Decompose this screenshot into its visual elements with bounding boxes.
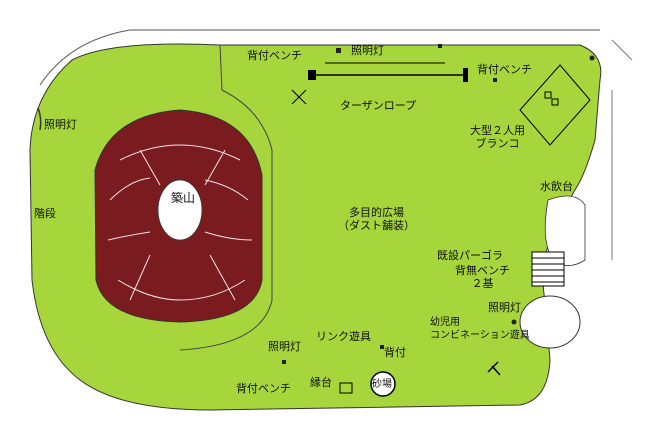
label-fountain: 水飲台 bbox=[540, 180, 573, 193]
pergola-structure bbox=[531, 251, 565, 287]
lamp-top-right bbox=[589, 55, 595, 61]
mound-path-outline bbox=[179, 44, 273, 351]
label-pergola: 既設パーゴラ bbox=[437, 249, 503, 262]
label-mound: 築山 bbox=[171, 191, 196, 205]
label-edge-bench: 縁台 bbox=[310, 376, 332, 389]
label-toddler-combo: 幼児用 コンビネーション遊具 bbox=[430, 317, 530, 341]
label-tarzan-rope: ターザンロープ bbox=[340, 99, 417, 112]
label-stairs: 階段 bbox=[34, 207, 56, 220]
label-lighting-bottom: 照明灯 bbox=[268, 340, 301, 353]
boundary-line-right bbox=[611, 39, 633, 260]
label-large-swing: 大型２人用 ブランコ bbox=[470, 124, 525, 150]
tarzan-rope-end bbox=[463, 68, 468, 82]
bench-bottom-marker bbox=[282, 360, 286, 364]
label-lighting-right: 照明灯 bbox=[488, 301, 521, 314]
label-lighting-left: 照明灯 bbox=[44, 118, 77, 131]
lamp-right bbox=[511, 319, 517, 325]
label-bench-top-right: 背付ベンチ bbox=[477, 63, 532, 76]
mound-summit bbox=[157, 179, 203, 241]
fountain-paving bbox=[544, 195, 586, 266]
tarzan-cross-icon bbox=[291, 89, 307, 105]
label-link-play: リンク遊具 bbox=[316, 330, 371, 343]
swing-seat-2 bbox=[551, 98, 559, 106]
label-bench-small: 背付 bbox=[384, 346, 406, 359]
swing-frame bbox=[519, 64, 591, 146]
label-bench-top-left: 背付ベンチ bbox=[247, 49, 302, 62]
label-bench-no-back: 背無ベンチ ２基 bbox=[455, 264, 510, 290]
edge-bench-rect bbox=[339, 382, 353, 394]
stairs-left-marks bbox=[37, 107, 42, 131]
label-lighting-top: 照明灯 bbox=[351, 44, 384, 57]
toddler-play-area bbox=[519, 295, 581, 349]
bench-top-right bbox=[493, 78, 497, 82]
mound-contours bbox=[107, 144, 253, 301]
slide-icon bbox=[487, 361, 501, 376]
link-play-marker bbox=[380, 345, 384, 349]
label-bench-bottom: 背付ベンチ bbox=[236, 382, 291, 395]
label-sandbox: 砂場 bbox=[372, 379, 392, 390]
bench-top-1 bbox=[336, 48, 341, 53]
swing-seat-1 bbox=[544, 91, 552, 99]
boundary-line-left bbox=[39, 29, 600, 86]
sandbox-circle bbox=[370, 371, 396, 397]
bench-top-2 bbox=[438, 44, 442, 48]
tarzan-rope-start bbox=[308, 70, 316, 80]
label-plaza: 多目的広場 （ダスト舗装） bbox=[338, 206, 415, 232]
